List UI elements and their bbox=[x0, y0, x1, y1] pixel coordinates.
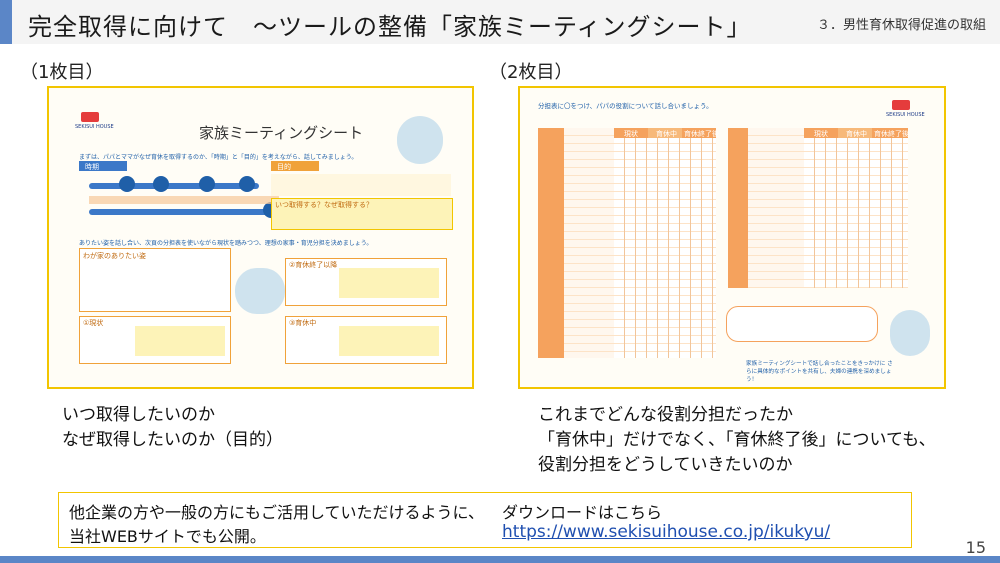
sheet2-caption-2: 「育休中」だけでなく、「育休終了後」についても、 bbox=[538, 430, 936, 450]
slide-title: 完全取得に向けて ～ツールの整備「家族ミーティングシート」 bbox=[28, 13, 752, 41]
sheet2-caption-1: これまでどんな役割分担だったか bbox=[538, 405, 793, 425]
sheet1-caption-1: いつ取得したいのか bbox=[62, 405, 215, 425]
box-during-label: ③育休中 bbox=[289, 319, 317, 327]
family-illustration bbox=[235, 268, 285, 314]
logo-icon-2 bbox=[892, 100, 910, 110]
logo-text-2: SEKISUI HOUSE bbox=[886, 112, 925, 118]
sheet2-thumb-title: 分担表に〇をつけ、パパの役割について話し合いましょう。 bbox=[538, 102, 713, 110]
sheet2-label: （2枚目） bbox=[489, 62, 573, 83]
download-label: ダウンロードはこちら bbox=[502, 503, 663, 522]
website-notice-box: 他企業の方や一般の方にもご活用していただけるように、 当社WEBサイトでも公開。… bbox=[58, 492, 912, 548]
mokuteki-label: 目的 bbox=[277, 163, 291, 171]
col-after-left: 育休終了後 bbox=[684, 130, 719, 138]
download-link[interactable]: https://www.sekisuihouse.co.jp/ikukyu/ bbox=[502, 522, 831, 542]
page-number: 15 bbox=[965, 538, 986, 557]
sheet1-caption-2: なぜ取得したいのか（目的） bbox=[62, 430, 283, 450]
logo-text: SEKISUI HOUSE bbox=[75, 124, 114, 130]
sheet1-question1: まずは、パパとママがなぜ育休を取得するのか、「時期」と「目的」を考えながら、話し… bbox=[79, 154, 358, 161]
col-during-left: 育休中 bbox=[656, 130, 677, 138]
why-title: いつ取得する？なぜ取得する？ bbox=[275, 201, 373, 209]
sheet1-image: SEKISUI HOUSE 家族ミーティングシート まずは、パパとママがなぜ育休… bbox=[47, 86, 474, 389]
section-label: ３．男性育休取得促進の取組 bbox=[816, 18, 986, 33]
notice-line-1: 他企業の方や一般の方にもご活用していただけるように、 bbox=[69, 503, 485, 522]
jiki-label: 時期 bbox=[85, 163, 99, 171]
notice-line-2: 当社WEBサイトでも公開。 bbox=[69, 527, 266, 546]
ideal-box-label: わが家のありたい姿 bbox=[83, 252, 146, 260]
header-accent-bar bbox=[0, 0, 12, 44]
parents-illustration bbox=[397, 116, 443, 164]
sheet2-caption-3: 役割分担をどうしていきたいのか bbox=[538, 455, 793, 475]
footer-bar bbox=[0, 556, 1000, 563]
sheet1-thumb-title: 家族ミーティングシート bbox=[199, 124, 364, 142]
father-illustration bbox=[890, 310, 930, 356]
col-now-right: 現状 bbox=[814, 130, 828, 138]
box-after-label: ②育休終了以降 bbox=[289, 261, 338, 269]
slide-header: 完全取得に向けて ～ツールの整備「家族ミーティングシート」 ３．男性育休取得促進… bbox=[0, 0, 1000, 44]
col-now-left: 現状 bbox=[624, 130, 638, 138]
logo-icon bbox=[81, 112, 99, 122]
box-now-label: ①現状 bbox=[83, 319, 104, 327]
sheet2-footer-text: 家族ミーティングシートで話し合ったことをきっかけに さらに具体的なポイントを共有… bbox=[746, 361, 893, 383]
col-during-right: 育休中 bbox=[846, 130, 867, 138]
sheet1-label: （1枚目） bbox=[20, 62, 104, 83]
sheet1-question2: ありたい姿を話し合い、次頁の分担表を使いながら現状を踏みつつ、理想の家事・育児分… bbox=[79, 240, 373, 247]
col-after-right: 育休終了後 bbox=[874, 130, 909, 138]
sheet2-image: 分担表に〇をつけ、パパの役割について話し合いましょう。 SEKISUI HOUS… bbox=[518, 86, 946, 389]
